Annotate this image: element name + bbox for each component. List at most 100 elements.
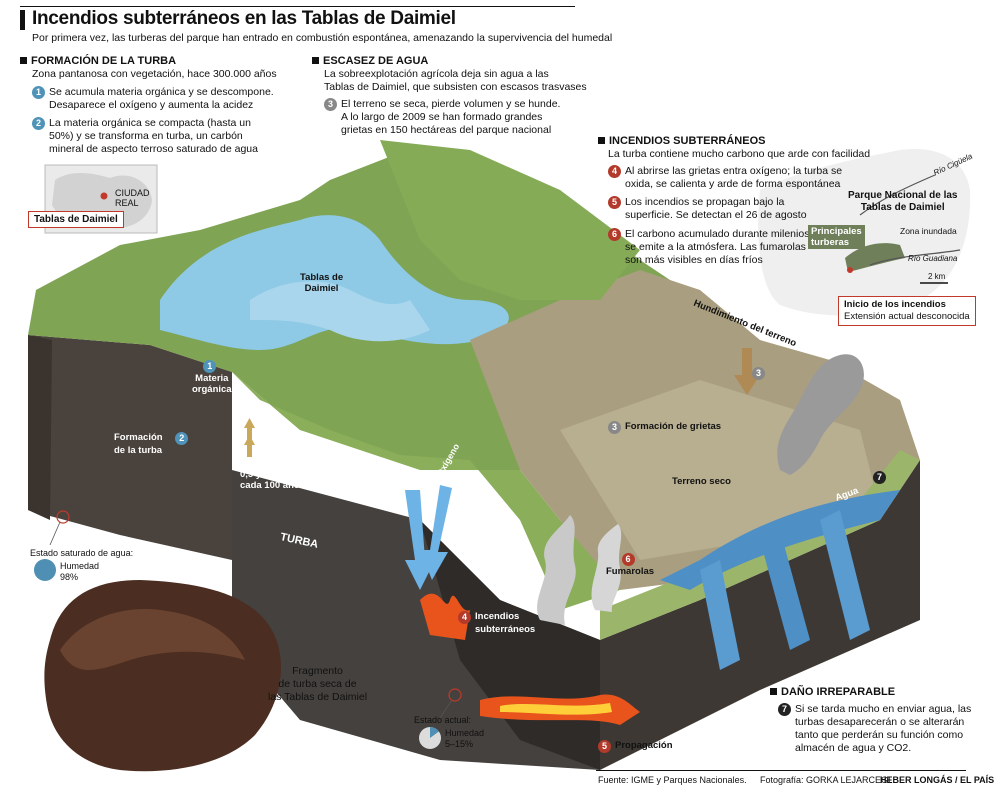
growth-arrow-2 bbox=[244, 435, 255, 457]
step3-line-c: grietas en 150 hectáreas del parque naci… bbox=[341, 124, 552, 136]
locator-place-label: Tablas de Daimiel bbox=[28, 211, 124, 228]
saturado-humidity: Humedad 98% bbox=[60, 561, 99, 583]
park-map-title-b: Tablas de Daimiel bbox=[860, 202, 945, 213]
label-crece-c: cada 100 años bbox=[240, 480, 305, 491]
incendios-intro: La turba contiene mucho carbono que arde… bbox=[608, 148, 871, 160]
label-propagacion-num: 5 bbox=[598, 740, 611, 753]
step3-line-b: A lo largo de 2009 se han formado grande… bbox=[341, 111, 543, 123]
label-fumarolas: 6 Fumarolas bbox=[606, 553, 654, 578]
water-flow-down-3 bbox=[700, 560, 740, 670]
step1-line-b: Desaparece el oxígeno y aumenta la acide… bbox=[49, 99, 254, 111]
oxygen-arrow-2 bbox=[420, 485, 452, 580]
fire-subterranean bbox=[420, 593, 470, 640]
label-materia: 1 Materia orgánica bbox=[192, 360, 232, 395]
step2-line-c: mineral de aspecto terroso saturado de a… bbox=[49, 143, 258, 155]
saturado-label: Estado saturado de agua: bbox=[30, 548, 134, 558]
peat-fragment-photo bbox=[44, 580, 282, 772]
footer-credit: HEBER LONGÁS / EL PAÍS bbox=[880, 775, 995, 785]
step2-line-a: La materia orgánica se compacta (hasta u… bbox=[49, 117, 251, 129]
footer-rule bbox=[596, 770, 966, 771]
fragment-caption: Fragmento de turba seca de las Tablas de… bbox=[268, 665, 367, 704]
label-materia-a: Materia bbox=[195, 373, 229, 384]
label-incendios-a: Incendios bbox=[475, 611, 520, 622]
step4-line-a: Al abrirse las grietas entra oxígeno; la… bbox=[625, 165, 843, 177]
label-tablas: Tablas de Daimiel bbox=[300, 272, 343, 294]
park-map-peat-b: turberas bbox=[811, 237, 850, 248]
park-map-fire-start: Inicio de los incendios bbox=[844, 299, 946, 310]
label-hundimiento-num: 3 bbox=[752, 367, 765, 380]
title-marker bbox=[20, 10, 25, 30]
fragment-line3: las Tablas de Daimiel bbox=[268, 691, 368, 703]
step6-line-c: son más visibles en días fríos bbox=[625, 254, 763, 266]
step1-line-a: Se acumula materia orgánica y se descomp… bbox=[49, 86, 274, 98]
label-terreno-seco: Terreno seco bbox=[672, 476, 731, 487]
footer-source: Fuente: IGME y Parques Nacionales. bbox=[598, 775, 747, 785]
formacion-step2: 2 La materia orgánica se compacta (hasta … bbox=[32, 117, 258, 156]
subsidence-arrow bbox=[734, 348, 760, 395]
incendios-heading: INCENDIOS SUBTERRÁNEOS bbox=[598, 135, 765, 147]
page-subtitle: Por primera vez, las turberas del parque… bbox=[32, 32, 613, 44]
park-map-peat-label: Principales turberas bbox=[808, 225, 865, 249]
label-fumarolas-text: Fumarolas bbox=[606, 566, 655, 577]
escasez-intro-a: La sobreexplotación agrícola deja sin ag… bbox=[324, 68, 549, 80]
water-flow-down-2 bbox=[820, 510, 870, 640]
fire-propagation-core bbox=[500, 703, 612, 715]
label-propagacion: 5 Propagación bbox=[598, 740, 673, 753]
dano-line2: turbas desaparecerán o se alterarán bbox=[795, 716, 965, 728]
formacion-intro: Zona pantanosa con vegetación, hace 300.… bbox=[32, 68, 277, 80]
park-map-scale-label: 2 km bbox=[928, 272, 946, 281]
label-propagacion-text: Propagación bbox=[615, 740, 673, 751]
label-crece-a: Crece entre bbox=[240, 458, 293, 469]
page-title: Incendios subterráneos en las Tablas de … bbox=[32, 8, 456, 29]
label-crece-b: 0,5 y 10 cm bbox=[240, 469, 291, 480]
right-block-soil bbox=[600, 460, 920, 770]
actual-humidity: Humedad 5–15% bbox=[445, 728, 484, 750]
label-formacion-a: Formación bbox=[114, 432, 163, 443]
park-map-river2: Río Guadiana bbox=[908, 254, 958, 263]
label-grietas-text: Formación de grietas bbox=[625, 421, 722, 432]
label-fumarolas-num: 6 bbox=[621, 553, 635, 566]
dano-heading: DAÑO IRREPARABLE bbox=[770, 686, 895, 698]
locator-map-dot bbox=[100, 192, 108, 200]
step-number-5: 5 bbox=[608, 196, 621, 209]
water-flow-down-1 bbox=[760, 530, 810, 650]
label-agua-num: 7 bbox=[873, 471, 886, 484]
label-formacion-num: 2 bbox=[175, 432, 189, 445]
footer-photo: Fotografía: GORKA LEJARCEGI bbox=[760, 775, 891, 785]
dano-line4: almacén de agua y CO2. bbox=[795, 742, 912, 754]
callout-ring-saturated bbox=[56, 510, 70, 524]
step2-line-b: 50%) y se transforma en turba, un carbón bbox=[49, 130, 243, 142]
locator-city-label: CIUDAD REAL bbox=[115, 188, 150, 208]
fragment-line1: Fragmento bbox=[292, 665, 343, 677]
growth-arrow-1 bbox=[244, 418, 255, 440]
park-map-title: Parque Nacional de las Tablas de Daimiel bbox=[848, 190, 958, 214]
callout-ring-current bbox=[448, 688, 462, 702]
plateau-grass bbox=[232, 372, 620, 610]
step6-line-b: se emite a la atmósfera. Las fumarolas bbox=[625, 241, 806, 253]
escasez-intro: La sobreexplotación agrícola deja sin ag… bbox=[324, 68, 587, 94]
dano-num: 7 bbox=[778, 703, 791, 716]
actual-hum-value: 5–15% bbox=[445, 739, 474, 749]
label-materia-num: 1 bbox=[203, 360, 217, 373]
lagoon-water bbox=[160, 215, 509, 350]
fragment-line2: de turba seca de bbox=[278, 678, 357, 690]
park-map-wetland bbox=[845, 243, 905, 272]
step-number-2: 2 bbox=[32, 117, 45, 130]
park-map-fire-dot bbox=[847, 267, 853, 273]
dano-line3: tanto que perderán su función como bbox=[795, 729, 964, 741]
escasez-intro-b: Tablas de Daimiel, que subsisten con esc… bbox=[324, 81, 587, 93]
step-number-6: 6 bbox=[608, 228, 621, 241]
step5-line-b: superficie. Se detectan el 26 de agosto bbox=[625, 209, 807, 221]
label-materia-b: orgánica bbox=[192, 384, 232, 395]
park-map-fire-extent: Extensión actual desconocida bbox=[844, 311, 970, 322]
peat-fragment-shade bbox=[60, 609, 245, 670]
escasez-heading: ESCASEZ DE AGUA bbox=[312, 55, 428, 67]
label-tablas-b: Daimiel bbox=[304, 283, 339, 294]
park-map-river bbox=[859, 174, 961, 266]
